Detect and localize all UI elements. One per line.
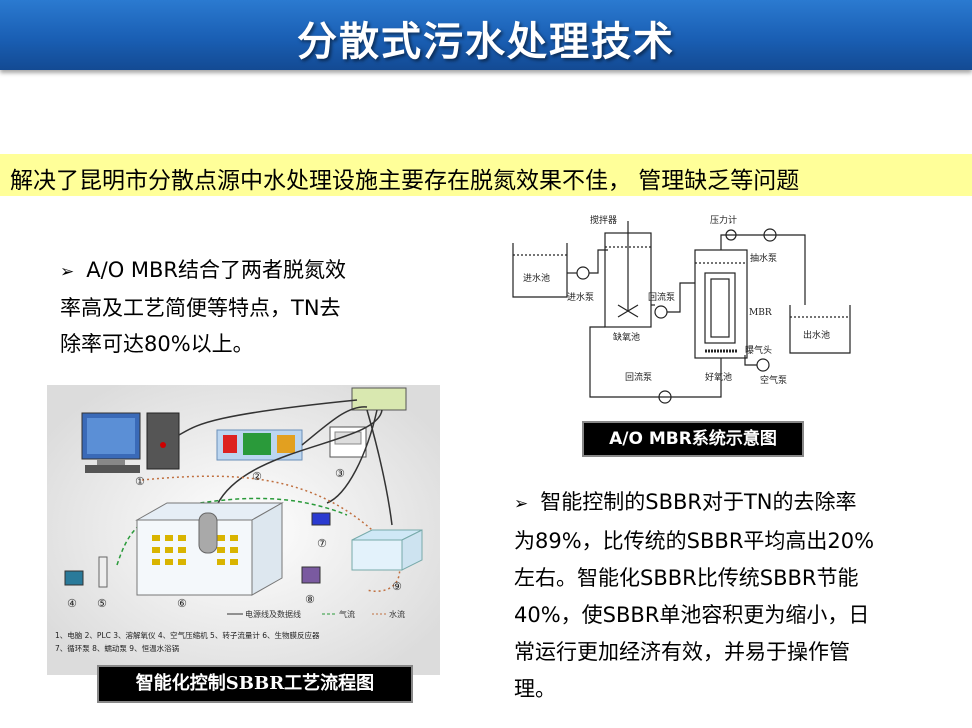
legend-waterflow: 水流 (389, 609, 405, 619)
outlet-tank-shape (789, 305, 851, 354)
return-pump-1-icon (654, 305, 668, 319)
mbr-caption: A/O MBR系统示意图 (582, 421, 804, 457)
ao-mbr-schematic: 搅拌器 压力计 进水池 进水泵 回流泵 缺氧池 MBR 抽水泵 曝气头 好氧池 … (512, 214, 851, 404)
bullet2-line6: 理。 (514, 677, 556, 701)
label-aerator: 曝气头 (745, 344, 772, 356)
marker-8: ⑧ (305, 593, 315, 606)
flowmeter-icon (98, 556, 108, 588)
bullet1-line3: 除率可达80%以上。 (60, 332, 254, 356)
bullet2-line3: 左右。智能化SBBR比传统SBBR节能 (514, 566, 859, 590)
bullet2-line5: 常运行更加经济有效，并易于操作管 (514, 640, 850, 664)
sbbr-caption: 智能化控制SBBR工艺流程图 (97, 665, 413, 703)
air-compressor-icon (64, 570, 84, 586)
suction-pump-icon (763, 228, 777, 242)
marker-5: ⑤ (97, 597, 107, 610)
label-air-pump: 空气泵 (760, 374, 787, 386)
bullet2-line4: 40%，使SBBR单池容积更为缩小，日 (514, 603, 870, 627)
bullet1-line1: ➢A/O MBR结合了两者脱氮效 (60, 258, 347, 282)
highlight-strip: 解决了昆明市分散点源中水处理设施主要存在脱氮效果不佳， 管理缺乏等问题 (0, 154, 972, 196)
bullet2-line2: 为89%，比传统的SBBR平均高出20% (514, 529, 875, 553)
water-bath-icon (351, 529, 423, 571)
bullet2-line1: ➢智能控制的SBBR对于TN的去除率 (514, 490, 857, 514)
marker-6: ⑥ (177, 597, 187, 610)
stirrer-blade-icon (617, 304, 639, 318)
bullet1-line2: 率高及工艺简便等特点，TN去 (60, 296, 341, 320)
mbr-tank-shape (694, 249, 748, 359)
title-bar: 分散式污水处理技术 (0, 0, 972, 70)
key-line-2: 7、循环泵 8、蠕动泵 9、恒温水浴锅 (55, 643, 180, 653)
marker-7: ⑦ (317, 537, 327, 550)
sbbr-flow-diagram: ① ② ③ ④ ⑤ ⑥ ⑦ ⑧ ⑨ 电源线及数据线 气流 水流 1、电脑 2、P… (47, 385, 440, 675)
marker-3: ③ (335, 467, 345, 480)
label-stirrer: 搅拌器 (590, 214, 617, 226)
circulation-pump-icon (311, 512, 331, 526)
air-pump-icon (756, 358, 770, 372)
label-mbr: MBR (749, 308, 772, 318)
mbr-membrane-shape (704, 272, 736, 344)
key-line-1: 1、电脑 2、PLC 3、溶解氧仪 4、空气压缩机 5、转子流量计 6、生物膜反… (55, 630, 320, 640)
label-suction-pump: 抽水泵 (750, 252, 777, 264)
highlight-text: 解决了昆明市分散点源中水处理设施主要存在脱氮效果不佳， 管理缺乏等问题 (10, 168, 800, 194)
label-return-pump-1: 回流泵 (648, 291, 675, 303)
pc-tower-icon (146, 412, 180, 470)
marker-9: ⑨ (392, 580, 402, 593)
page-title: 分散式污水处理技术 (297, 19, 675, 65)
bioreactor-icon (135, 502, 284, 596)
marker-2: ② (252, 470, 262, 483)
pressure-gauge-icon (725, 229, 737, 241)
legend-airflow: 气流 (339, 609, 355, 619)
bullet-sbbr: ➢智能控制的SBBR对于TN的去除率 为89%，比传统的SBBR平均高出20% … (514, 484, 954, 708)
arrow-bullet-icon: ➢ (514, 494, 529, 514)
label-inlet-pump: 进水泵 (567, 291, 594, 303)
keyboard-icon (85, 465, 140, 473)
label-gauge: 压力计 (710, 214, 737, 226)
label-inlet-tank: 进水池 (523, 272, 550, 284)
return-pump-2-icon (658, 390, 672, 404)
label-anoxic: 缺氧池 (613, 331, 640, 343)
label-return-pump-2: 回流泵 (625, 371, 652, 383)
marker-1: ① (135, 475, 145, 488)
arrow-bullet-icon: ➢ (60, 262, 75, 282)
bullet-ao-mbr: ➢A/O MBR结合了两者脱氮效 率高及工艺简便等特点，TN去 除率可达80%以… (60, 252, 420, 362)
label-outlet-tank: 出水池 (803, 329, 830, 341)
sbbr-flow-svg: ① ② ③ ④ ⑤ ⑥ ⑦ ⑧ ⑨ 电源线及数据线 气流 水流 1、电脑 2、P… (47, 385, 440, 675)
controller-panel-icon (351, 387, 407, 411)
inlet-pump-icon (576, 266, 590, 280)
inlet-tank-shape (512, 243, 568, 298)
marker-4: ④ (67, 597, 77, 610)
label-oxic: 好氧池 (705, 371, 732, 383)
peristaltic-pump-icon (301, 566, 321, 584)
legend-data-line: 电源线及数据线 (245, 609, 301, 619)
